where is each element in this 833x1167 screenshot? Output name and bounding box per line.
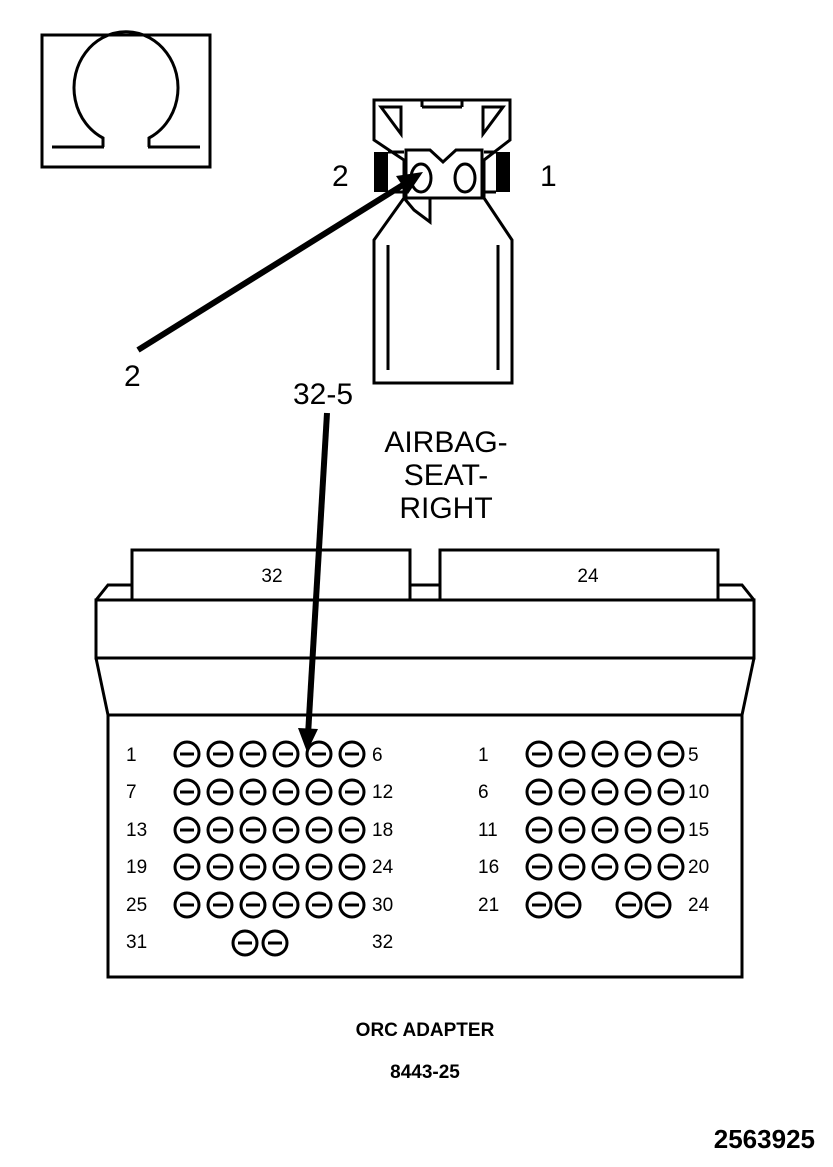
left-pin-socket: [239, 740, 267, 768]
left-block-labels: 1 6 7 12 13 18 19 24 25 30 31 32: [126, 745, 394, 953]
right-row-1-end: 5: [688, 745, 699, 766]
left-pin-socket: [272, 891, 300, 919]
right-pin-socket: [554, 891, 582, 919]
adapter-pins: [173, 740, 685, 957]
right-pin-socket: [624, 816, 652, 844]
right-pin-socket: [624, 740, 652, 768]
ohm-icon: [40, 30, 212, 169]
left-row-1-start: 1: [126, 745, 137, 766]
right-pin-socket: [615, 891, 643, 919]
right-row-5-end: 24: [688, 895, 710, 916]
right-pin-socket: [558, 740, 586, 768]
connector-pin-2-label: 2: [332, 160, 349, 193]
left-pin-socket: [206, 740, 234, 768]
right-pin-socket: [558, 816, 586, 844]
left-row-1-end: 6: [372, 745, 383, 766]
right-pin-socket: [657, 778, 685, 806]
left-row-4-end: 24: [372, 857, 394, 878]
right-pin-socket: [657, 740, 685, 768]
right-pin-socket: [525, 740, 553, 768]
left-pin-socket: [173, 853, 201, 881]
left-pin-socket: [338, 816, 366, 844]
right-row-3-start: 11: [478, 820, 498, 841]
right-pin-socket: [591, 816, 619, 844]
left-pin-socket: [272, 740, 300, 768]
adapter-right-tab-label: 24: [577, 566, 599, 587]
figure-id: 2563925: [714, 1124, 815, 1154]
right-pin-socket: [644, 891, 672, 919]
right-pin-socket: [525, 891, 553, 919]
right-pin-socket: [657, 853, 685, 881]
right-pin-socket: [624, 778, 652, 806]
right-pin-socket: [624, 853, 652, 881]
left-pin-socket: [305, 816, 333, 844]
right-pin-socket: [558, 853, 586, 881]
connector-name-line-2: SEAT-: [404, 459, 488, 492]
left-row-5-start: 25: [126, 895, 147, 916]
right-pin-socket: [591, 853, 619, 881]
connector-pin-1-label: 1: [540, 160, 557, 193]
left-pin-socket: [231, 929, 259, 957]
right-pin-socket: [525, 816, 553, 844]
probe-label: 2: [124, 360, 141, 393]
left-pin-socket: [173, 778, 201, 806]
left-pin-socket: [338, 853, 366, 881]
connector-name-line-3: RIGHT: [399, 492, 492, 525]
left-pin-socket: [261, 929, 289, 957]
probe-to-adapter: [298, 412, 330, 752]
left-pin-socket: [239, 853, 267, 881]
right-pin-socket: [591, 778, 619, 806]
left-pin-socket: [173, 891, 201, 919]
left-pin-socket: [338, 891, 366, 919]
left-pin-socket: [173, 816, 201, 844]
left-pin-socket: [338, 778, 366, 806]
left-pin-socket: [206, 853, 234, 881]
left-pin-socket: [305, 740, 333, 768]
right-pin-socket: [558, 778, 586, 806]
left-pin-socket: [338, 740, 366, 768]
right-pin-socket: [657, 816, 685, 844]
right-pin-socket: [525, 853, 553, 881]
right-block-labels: 1 5 6 10 11 15 16 20 21 24: [478, 745, 710, 916]
adapter-probe-label: 32-5: [293, 378, 353, 411]
orc-adapter: [94, 548, 756, 979]
adapter-left-tab-label: 32: [261, 566, 282, 587]
left-row-2-end: 12: [372, 782, 393, 803]
left-pin-socket: [239, 778, 267, 806]
left-row-6-start: 31: [126, 932, 147, 953]
left-pin-socket: [305, 891, 333, 919]
adapter-caption: ORC ADAPTER: [356, 1020, 495, 1041]
right-row-3-end: 15: [688, 820, 709, 841]
probe-to-connector: [136, 172, 423, 353]
left-pin-socket: [206, 816, 234, 844]
right-row-4-end: 20: [688, 857, 709, 878]
right-pin-socket: [525, 778, 553, 806]
left-pin-socket: [305, 778, 333, 806]
right-row-2-start: 6: [478, 782, 489, 803]
left-pin-socket: [206, 891, 234, 919]
right-row-5-start: 21: [478, 895, 499, 916]
right-pin-socket: [591, 740, 619, 768]
left-row-3-end: 18: [372, 820, 393, 841]
right-row-1-start: 1: [478, 745, 489, 766]
left-pin-socket: [272, 853, 300, 881]
adapter-part-number: 8443-25: [390, 1062, 460, 1083]
left-pin-socket: [272, 816, 300, 844]
left-row-6-end: 32: [372, 932, 393, 953]
right-row-4-start: 16: [478, 857, 499, 878]
left-row-4-start: 19: [126, 857, 147, 878]
left-row-2-start: 7: [126, 782, 137, 803]
airbag-connector: [372, 98, 514, 385]
left-pin-socket: [206, 778, 234, 806]
right-row-2-end: 10: [688, 782, 709, 803]
connector-name-line-1: AIRBAG-: [384, 426, 507, 459]
left-pin-socket: [239, 891, 267, 919]
left-pin-socket: [305, 853, 333, 881]
left-row-3-start: 13: [126, 820, 147, 841]
left-pin-socket: [272, 778, 300, 806]
left-row-5-end: 30: [372, 895, 393, 916]
left-pin-socket: [173, 740, 201, 768]
left-pin-socket: [239, 816, 267, 844]
